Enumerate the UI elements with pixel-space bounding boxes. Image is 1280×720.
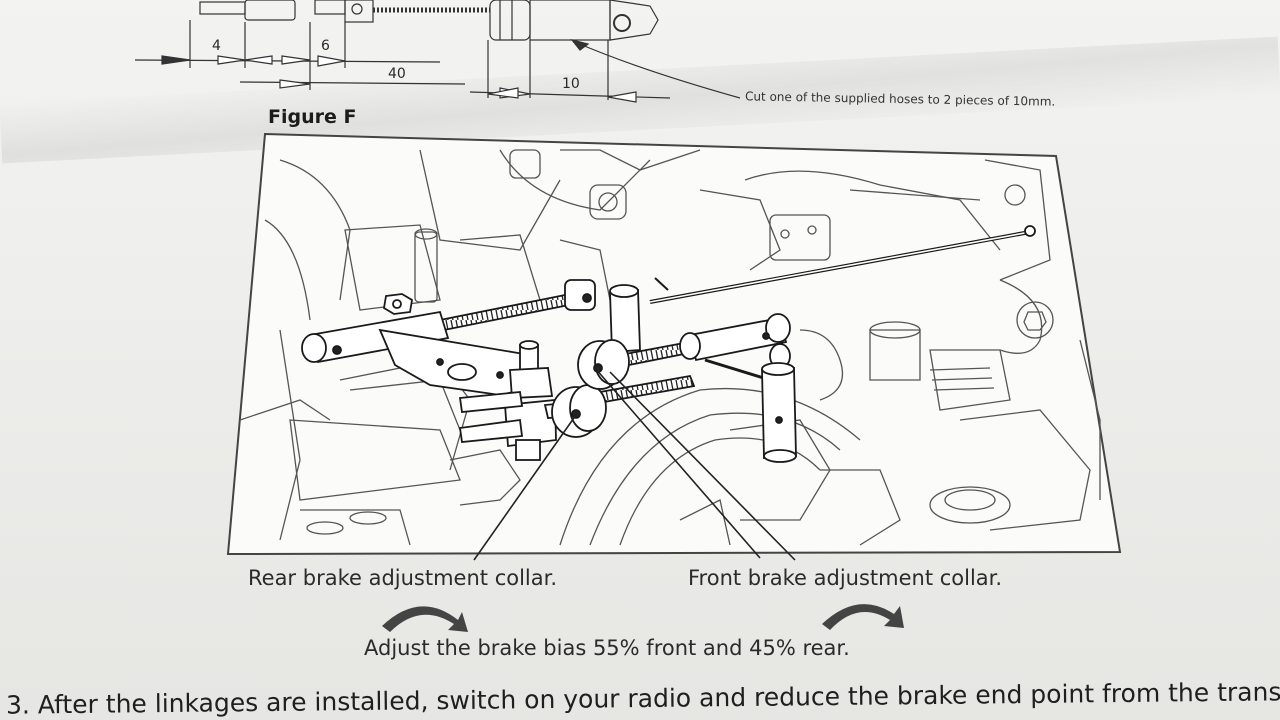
figure-title: Figure F bbox=[268, 106, 357, 128]
hose-dimension-drawing bbox=[134, 0, 741, 103]
dimension-label-6: 6 bbox=[321, 38, 330, 54]
dimension-label-10: 10 bbox=[562, 76, 580, 92]
rear-collar-callout: Rear brake adjustment collar. bbox=[248, 566, 558, 590]
linkage-assembly bbox=[301, 225, 1036, 463]
front-rotate-arrow-icon bbox=[822, 604, 904, 630]
dimension-label-4: 4 bbox=[212, 38, 221, 54]
rear-rotate-arrow-icon bbox=[382, 606, 468, 632]
front-collar-callout: Front brake adjustment collar. bbox=[688, 566, 1003, 590]
ball-link-outline bbox=[244, 0, 296, 21]
brake-bias-instruction: Adjust the brake bias 55% front and 45% … bbox=[364, 636, 850, 660]
callout-leaders bbox=[473, 367, 796, 561]
dimension-label-40: 40 bbox=[388, 66, 406, 82]
